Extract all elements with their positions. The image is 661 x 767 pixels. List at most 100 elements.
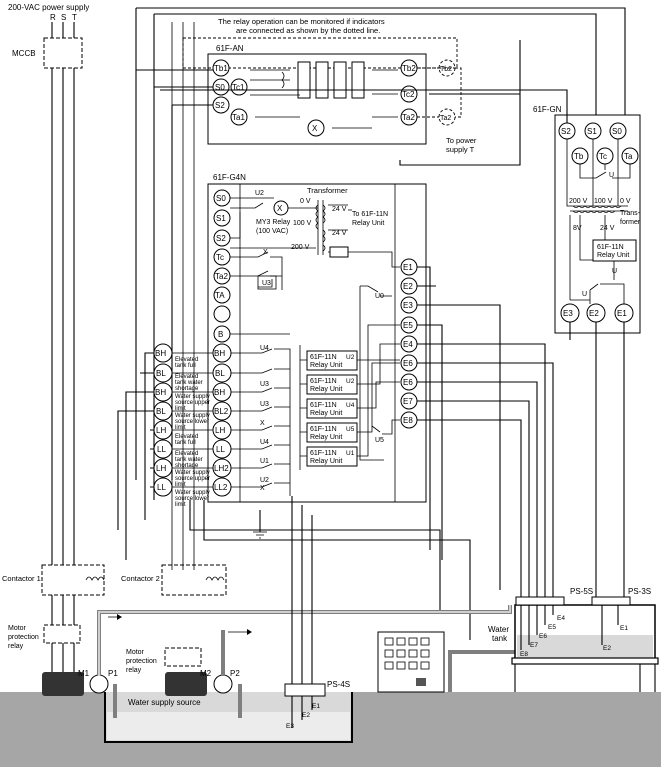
svg-text:Tc1: Tc1 [232, 83, 245, 92]
ps5s-e6: E6 [539, 633, 547, 640]
svg-text:Relay Unit: Relay Unit [310, 386, 342, 393]
water-source-water [107, 712, 350, 740]
to-power-supply-1: To power [446, 136, 477, 145]
an-indicator-wire [417, 67, 462, 118]
mccb-label: MCCB [12, 49, 36, 58]
m2-label: M2 [200, 669, 212, 678]
top-wires [135, 7, 626, 500]
g4n-v0: 0 V [300, 198, 311, 205]
svg-text:limit: limit [175, 406, 186, 412]
svg-text:S2: S2 [561, 127, 571, 136]
gn-v0: 0 V [620, 198, 631, 205]
ps5s-e5: E5 [548, 624, 556, 631]
g4n-v200: 200 V [291, 244, 310, 251]
gn-relay-1: 61F-11N [597, 244, 624, 251]
g4n-u3: U3 [262, 280, 271, 287]
g4n-coil-wires [230, 197, 318, 239]
svg-text:Water supply: Water supply [175, 470, 210, 476]
svg-text:E4: E4 [403, 340, 413, 349]
ps3s-label: PS-3S [628, 587, 651, 596]
svg-text:E3: E3 [563, 309, 573, 318]
gn-v8: 8V [573, 225, 582, 232]
svg-text:Tc: Tc [599, 152, 607, 161]
transformer-coils [315, 200, 400, 268]
svg-text:Elevated: Elevated [175, 434, 198, 440]
svg-text:limit: limit [175, 502, 186, 508]
ps5s-electrodes [520, 605, 554, 650]
svg-text:limit: limit [175, 482, 186, 488]
svg-text:BL: BL [156, 407, 166, 416]
my3-x: X [277, 204, 283, 213]
g4n-v24a: 24 V [332, 206, 347, 213]
g4n-switches: U4 U3 U3 X U4 U1 U2 X [230, 333, 291, 496]
svg-text:S1: S1 [587, 127, 597, 136]
svg-text:LH: LH [156, 464, 166, 473]
svg-text:U4: U4 [260, 345, 269, 352]
svg-text:Elevated: Elevated [175, 451, 198, 457]
an-internal-blocks [250, 61, 398, 99]
to-relay-1: To 61F-11N [352, 211, 388, 218]
e-terminal-wires [417, 266, 554, 600]
svg-text:61F-11N: 61F-11N [310, 378, 337, 385]
svg-text:S0: S0 [215, 83, 225, 92]
svg-text:source upper: source upper [175, 400, 210, 406]
svg-text:Relay Unit: Relay Unit [310, 362, 342, 369]
phase-t: T [72, 13, 77, 22]
ps4s-electrodes [291, 496, 313, 728]
svg-text:S0: S0 [216, 194, 226, 203]
g4n-u3-box [257, 275, 277, 290]
svg-text:Water supply: Water supply [175, 490, 210, 496]
gn-u: U [609, 172, 614, 179]
gn-external-wires [160, 89, 625, 610]
svg-text:Relay Unit: Relay Unit [310, 458, 342, 465]
an-title: 61F-AN [216, 44, 244, 53]
svg-text:61F-11N: 61F-11N [310, 354, 337, 361]
svg-text:Tc: Tc [216, 253, 224, 262]
svg-text:BH: BH [155, 388, 166, 397]
g4n-x-switch: X [263, 249, 268, 256]
g4n-u2: U2 [255, 190, 264, 197]
svg-text:61F-11N: 61F-11N [310, 426, 337, 433]
note-line1: The relay operation can be monitored if … [218, 17, 385, 26]
svg-text:E2: E2 [589, 309, 599, 318]
svg-text:E6: E6 [403, 359, 413, 368]
motor-m1 [42, 672, 84, 696]
svg-text:LH: LH [156, 426, 166, 435]
svg-text:source lower: source lower [175, 496, 209, 502]
svg-text:Tb: Tb [574, 152, 584, 161]
svg-text:shortage: shortage [175, 463, 199, 469]
ps3s-holder [591, 596, 631, 606]
svg-text:Elevated: Elevated [175, 357, 198, 363]
svg-text:X: X [260, 420, 265, 427]
svg-text:E1: E1 [617, 309, 627, 318]
svg-text:TA: TA [215, 291, 225, 300]
motor-protection-relay-1 [43, 624, 81, 644]
gn-title: 61F-GN [533, 105, 562, 114]
svg-text:U2: U2 [346, 378, 355, 385]
svg-text:E6: E6 [403, 378, 413, 387]
svg-text:E3: E3 [403, 301, 413, 310]
faucet-icon [416, 678, 426, 686]
my3-label-2: (100 VAC) [256, 228, 288, 235]
svg-text:limit: limit [175, 425, 186, 431]
svg-text:Water supply: Water supply [175, 413, 210, 419]
svg-text:61F-11N: 61F-11N [310, 402, 337, 409]
mpr2-2: protection [126, 658, 157, 665]
g4n-v100: 100 V [293, 220, 312, 227]
tank-stand [511, 657, 659, 665]
to-power-supply-2: supply T [446, 145, 475, 154]
svg-text:U1: U1 [346, 450, 355, 457]
gn-u2: U [612, 268, 617, 275]
gn-relay-2: Relay Unit [597, 252, 629, 259]
ps5s-holder [515, 596, 565, 606]
svg-text:tank water: tank water [175, 457, 203, 463]
gn-v100: 100 V [594, 198, 613, 205]
an-external-wires [136, 69, 520, 480]
svg-text:shortage: shortage [175, 386, 199, 392]
an-relay-wires [255, 116, 398, 129]
an-relay-x [307, 119, 325, 137]
mpr1-2: protection [8, 634, 39, 641]
motor-protection-relay-2 [164, 647, 202, 667]
